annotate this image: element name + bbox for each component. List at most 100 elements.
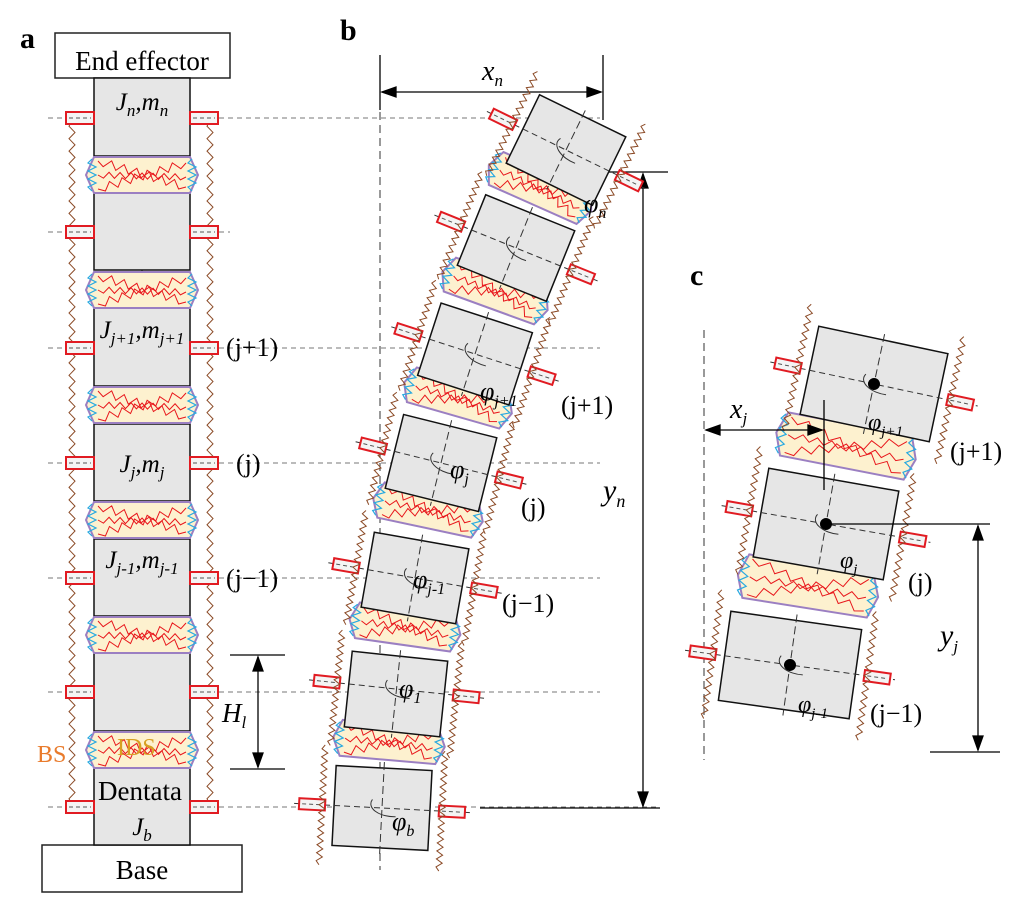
segment — [308, 629, 485, 759]
row-label-j+1-c: (j+1) — [950, 437, 1002, 466]
row-label-j+1-b: (j+1) — [561, 391, 613, 420]
disc-body — [84, 386, 200, 424]
ids-side-spring — [484, 152, 503, 183]
rotation-arrow — [778, 655, 803, 676]
disc-body — [84, 271, 200, 309]
panel-letter-b: b — [340, 14, 357, 47]
gauge-centerline — [441, 810, 462, 813]
bs-spring — [485, 71, 538, 176]
phi-j-label: φj — [450, 455, 469, 488]
ids-spring — [97, 171, 187, 181]
gauge-centerline — [531, 372, 552, 380]
row-label-j+1-a: (j+1) — [226, 333, 278, 362]
end-effector-label: End effector — [75, 46, 209, 76]
label-j+1: Jj+1,mj+1 — [100, 317, 185, 348]
rotation-arrow — [370, 799, 396, 818]
row-label-j-1-c: (j−1) — [870, 699, 922, 728]
ids-spring — [359, 618, 451, 639]
joint-dot — [820, 518, 832, 530]
segment — [391, 279, 559, 428]
bs-spring — [547, 216, 595, 325]
rotation-arrow — [464, 342, 486, 367]
ids-spring — [499, 169, 580, 209]
panel-b-segments — [294, 71, 646, 872]
ids-spring — [749, 575, 867, 600]
disc — [84, 156, 200, 194]
ids-side-spring — [333, 721, 346, 754]
ids-side-spring — [186, 388, 198, 422]
ids-spring — [97, 392, 187, 422]
bs-spring — [855, 611, 879, 741]
rotation-arrow — [863, 373, 887, 396]
phi-j-1-label: φj-1 — [413, 565, 445, 598]
segment — [684, 589, 896, 741]
ids-spring — [97, 162, 187, 192]
ids-side-spring — [774, 413, 790, 454]
ids-spring — [746, 576, 870, 599]
joint-dot — [868, 378, 880, 390]
segment-body — [331, 764, 433, 852]
gauge-centerline — [499, 477, 519, 483]
gauge-centerline — [619, 175, 639, 186]
bs-spring — [366, 391, 399, 505]
bs-spring — [511, 316, 552, 428]
ids-side-spring — [86, 273, 98, 307]
gauge-centerline — [316, 680, 337, 684]
bs-spring — [934, 336, 966, 464]
panel-c-segments — [684, 303, 978, 741]
ids-side-spring — [186, 158, 198, 192]
ids-side-spring — [186, 503, 198, 537]
segment — [355, 391, 527, 534]
yj-dimension — [828, 523, 1000, 753]
phi-j-c-label: φj — [840, 548, 857, 578]
ids-spring — [97, 286, 187, 296]
label-jb: Jb — [132, 814, 152, 845]
segment-axis — [546, 110, 586, 190]
base-box — [41, 844, 243, 893]
bs-spring — [700, 589, 725, 719]
segment — [328, 510, 502, 646]
row-label-j-1-b: (j−1) — [502, 589, 554, 618]
bs-spring — [461, 530, 487, 646]
disc-body — [84, 616, 200, 654]
rotation-arrow — [385, 679, 410, 699]
ids-side-spring — [401, 368, 418, 400]
bs-spring — [781, 303, 814, 432]
end-effector-box — [54, 32, 231, 79]
ids-spring — [97, 507, 187, 537]
label-jn-mn: Jn,mn — [116, 89, 168, 120]
row-label-j-a: (j) — [236, 449, 261, 478]
ids-side-spring — [86, 503, 98, 537]
ids-spring — [97, 631, 187, 641]
bs-spring — [397, 279, 438, 391]
ids-side-spring — [186, 733, 198, 767]
ids-spring — [384, 499, 471, 524]
ids-side-spring — [86, 618, 98, 652]
segment — [721, 446, 931, 602]
gauge-centerline — [456, 694, 477, 698]
hl-label: Hl — [221, 698, 247, 732]
disc-body — [84, 501, 200, 539]
disc — [84, 386, 200, 424]
dentata-label: Dentata — [98, 776, 182, 806]
ids-spring — [97, 622, 187, 652]
ids-spring — [784, 438, 908, 457]
segment — [294, 744, 470, 872]
ids-side-spring — [186, 273, 198, 307]
phi-b-label: φb — [392, 807, 414, 840]
rotation-arrow — [505, 236, 527, 262]
segment — [485, 71, 646, 229]
row-label-j-1-a: (j−1) — [226, 564, 278, 593]
bs-spring — [342, 510, 369, 625]
phi-n-label: φn — [584, 189, 606, 222]
hl-dimension — [230, 654, 285, 770]
segment — [770, 303, 978, 464]
panel-letter-a: a — [20, 22, 35, 55]
yn-label: yn — [600, 474, 625, 511]
bs-spring — [326, 629, 346, 746]
ids-spring — [97, 277, 187, 307]
gauge-centerline — [902, 537, 923, 542]
ids-spring — [97, 737, 187, 767]
ids-spring — [343, 731, 435, 756]
ids-side-spring — [439, 258, 456, 290]
